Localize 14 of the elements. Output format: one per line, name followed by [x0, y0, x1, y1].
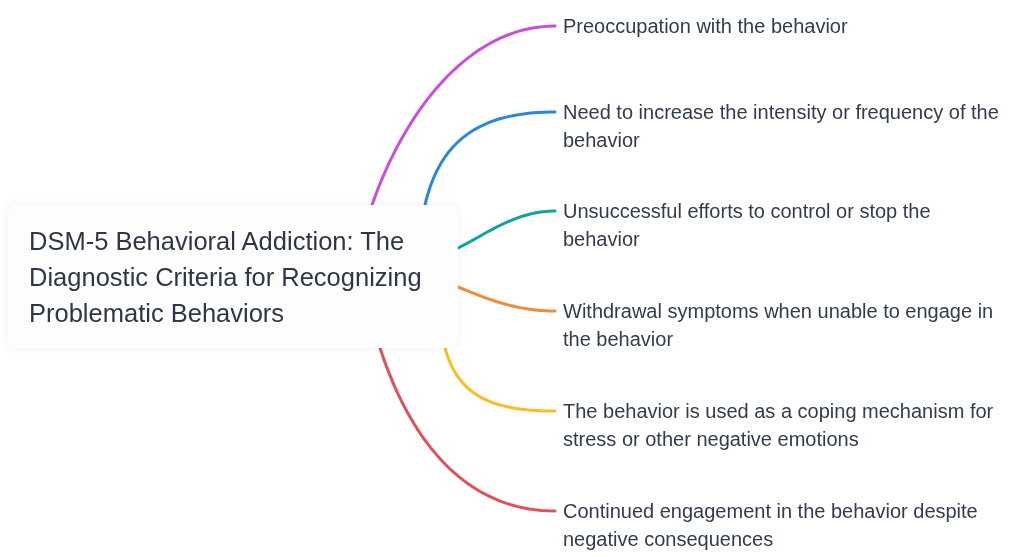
branch-line — [456, 285, 557, 313]
criterion-text: The behavior is used as a coping mechanism for stress or other negative emotions — [555, 397, 1013, 453]
branch-line — [456, 209, 557, 250]
criterion-text: Unsuccessful efforts to control or stop the behavior — [555, 197, 985, 253]
branch-line — [370, 24, 557, 207]
criterion-text: Preoccupation with the behavior — [555, 12, 885, 40]
criterion-text: Need to increase the intensity or frequency of the behavior — [555, 98, 1017, 154]
criterion-text: Continued engagement in the behavior despite negative consequences — [555, 497, 1013, 553]
topic-text: DSM-5 Behavioral Addiction: The Diagnostic Criteria for Recognizing Problematic Behaviors — [29, 225, 423, 329]
branch-line — [423, 110, 557, 207]
branch-line — [443, 346, 557, 413]
branch-line — [378, 346, 557, 513]
criterion-text: Withdrawal symptoms when unable to engage in the behavior — [555, 297, 1013, 353]
topic-box — [8, 205, 458, 348]
